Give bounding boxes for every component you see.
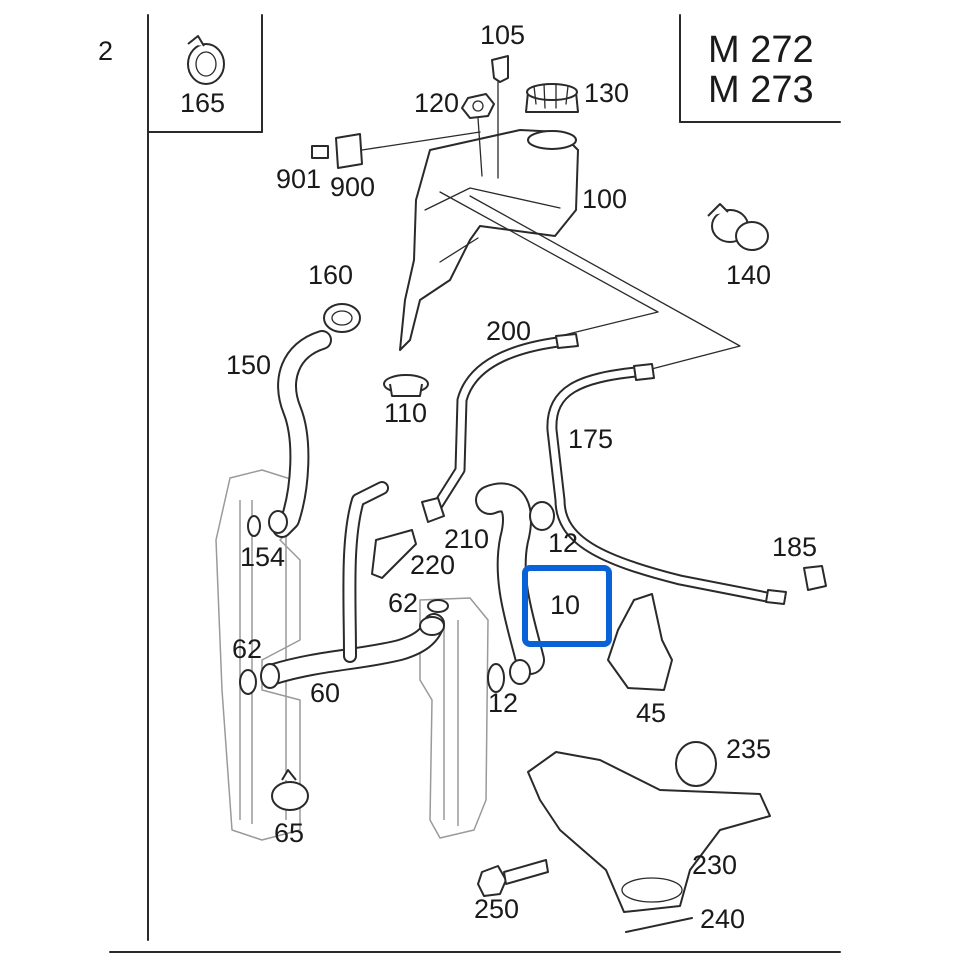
label-62-lower: 62 <box>232 634 262 664</box>
bolt-250 <box>477 859 549 897</box>
connector-175-end <box>765 589 787 605</box>
label-230: 230 <box>692 850 737 880</box>
diagram-frame <box>109 14 841 953</box>
label-250: 250 <box>474 894 519 924</box>
expansion-tank <box>399 129 579 351</box>
label-220: 220 <box>410 550 455 580</box>
label-901: 901 <box>276 164 321 194</box>
label-160: 160 <box>308 260 353 290</box>
label-120: 120 <box>414 88 459 118</box>
clip-210 <box>421 497 445 523</box>
o-ring-12-upper <box>529 501 555 531</box>
o-ring-154 <box>247 515 261 537</box>
label-140: 140 <box>726 260 771 290</box>
sensor-900 <box>311 131 481 169</box>
cap-130 <box>525 83 579 113</box>
o-ring-235 <box>675 741 717 787</box>
label-65: 65 <box>274 818 304 848</box>
label-105: 105 <box>480 20 525 50</box>
bracket-45 <box>607 593 673 691</box>
label-110: 110 <box>384 398 427 428</box>
label-10: 10 <box>550 590 580 620</box>
label-12-upper: 12 <box>548 528 578 558</box>
leader-lines <box>439 81 741 373</box>
hose-10 <box>475 482 545 675</box>
adapter-220 <box>371 529 417 579</box>
thermostat-housing-230 <box>527 751 771 913</box>
hose-60 <box>263 481 445 685</box>
clip-105 <box>491 55 509 83</box>
o-ring-62-right <box>427 599 449 613</box>
label-60: 60 <box>310 678 340 708</box>
engine-line-1: M 272 <box>708 29 814 71</box>
clamp-65 <box>271 769 309 811</box>
nut-120 <box>461 93 495 119</box>
label-100: 100 <box>582 184 627 214</box>
part-labels: 105 120 130 165 901 900 100 140 160 200 … <box>180 20 817 934</box>
label-175: 175 <box>568 424 613 454</box>
hose-175 <box>546 366 778 604</box>
label-45: 45 <box>636 698 666 728</box>
radiator-outline <box>215 469 489 841</box>
clamp-140 <box>707 203 769 251</box>
label-165: 165 <box>180 88 225 118</box>
label-235: 235 <box>726 734 771 764</box>
connector-175 <box>633 363 655 381</box>
hose-150 <box>272 330 332 538</box>
highlight-box-10[interactable] <box>522 565 612 647</box>
o-ring-12-lower <box>487 663 505 693</box>
plug-110 <box>383 374 429 397</box>
label-130: 130 <box>584 78 629 108</box>
seal-240 <box>625 917 693 933</box>
clamp-160 <box>323 303 361 333</box>
label-154: 154 <box>240 542 285 572</box>
label-200: 200 <box>486 316 531 346</box>
label-210: 210 <box>444 524 489 554</box>
connector-200 <box>555 333 579 349</box>
engine-designation: M 272 M 273 <box>708 29 814 111</box>
hose-200 <box>430 336 564 514</box>
label-62-upper: 62 <box>388 588 418 618</box>
o-ring-62-left <box>239 669 257 695</box>
label-185: 185 <box>772 532 817 562</box>
label-900: 900 <box>330 172 375 202</box>
label-150: 150 <box>226 350 271 380</box>
label-240: 240 <box>700 904 745 934</box>
clip-185 <box>803 565 827 591</box>
clamp-165 <box>187 35 225 85</box>
page-marker: 2 <box>98 36 113 66</box>
engine-line-2: M 273 <box>708 69 814 111</box>
label-12-lower: 12 <box>488 688 518 718</box>
